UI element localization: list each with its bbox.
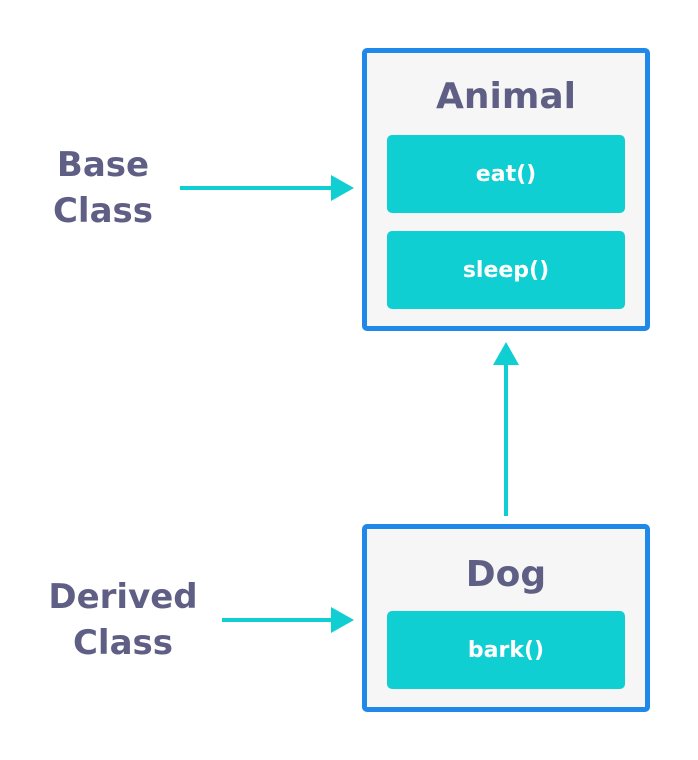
dog-class-box: Dog bark() (362, 524, 650, 712)
derived-label-line-1: Derived (48, 577, 198, 617)
derived-label-line-2: Class (72, 623, 174, 663)
dog-class-title: Dog (465, 554, 547, 595)
base-pointer-arrow-head (331, 175, 354, 201)
inheritance-arrow (493, 342, 519, 516)
animal-class-box: Animal eat() sleep() (362, 48, 650, 331)
derived-class-label: Derived Class (40, 574, 206, 666)
base-label-line-1: Base (56, 145, 150, 185)
derived-pointer-arrow (222, 607, 354, 633)
animal-class-title: Animal (436, 76, 576, 117)
eat-method: eat() (387, 135, 625, 213)
base-pointer-arrow (180, 175, 354, 201)
inheritance-arrow-head (493, 342, 519, 365)
sleep-method: sleep() (387, 231, 625, 309)
base-class-label: Base Class (30, 142, 176, 234)
derived-pointer-arrow-head (331, 607, 354, 633)
base-label-line-2: Class (52, 191, 154, 231)
bark-method: bark() (387, 611, 625, 689)
